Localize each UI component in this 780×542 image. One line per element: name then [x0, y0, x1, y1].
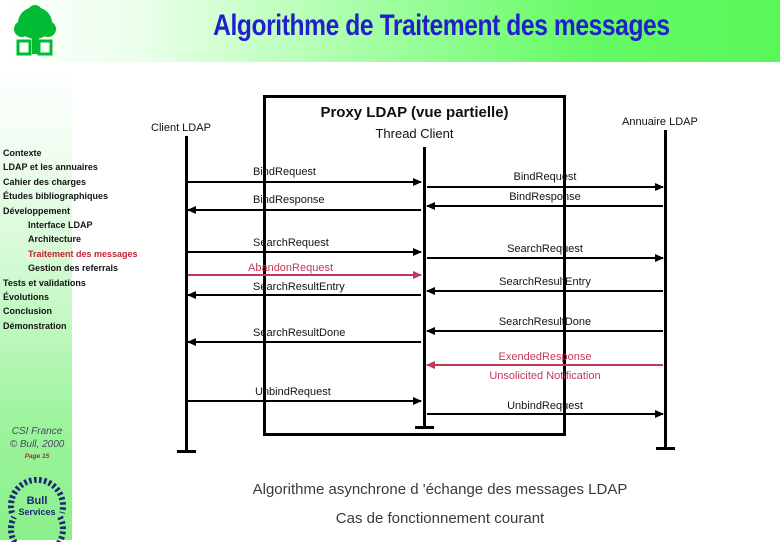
message-arrow — [426, 326, 663, 335]
proxy-box-title: Proxy LDAP (vue partielle) — [320, 104, 509, 121]
message-label: SearchResultEntry — [499, 276, 591, 288]
proxy-box-subtitle: Thread Client — [375, 126, 454, 141]
message-label: UnbindRequest — [255, 386, 331, 398]
actor-annuaire-ldap: Annuaire LDAP — [622, 116, 698, 128]
sidebar-item-tests-validations[interactable]: Tests et validations — [3, 277, 86, 288]
sidebar-item-developpement[interactable]: Développement — [3, 205, 71, 216]
message-arrow — [427, 253, 664, 262]
message-arrow — [187, 337, 421, 346]
copyright: © Bull, 2000 — [9, 439, 65, 450]
message-arrow — [427, 182, 664, 191]
message-label: BindRequest — [513, 171, 577, 183]
sidebar-item-ldap-annuaires[interactable]: LDAP et les annuaires — [3, 162, 98, 173]
slide-title: Algorithme de Traitement des messages — [212, 9, 670, 42]
logo-text-bull: Bull — [27, 495, 48, 507]
header-banner: Algorithme de Traitement des messages — [0, 0, 780, 62]
sidebar-item-traitement-messages[interactable]: Traitement des messages — [28, 248, 138, 259]
sidebar-item-gestion-referrals[interactable]: Gestion des referrals — [28, 263, 119, 274]
sidebar-item-conclusion[interactable]: Conclusion — [3, 306, 52, 317]
message-label: ExendedResponse — [498, 351, 592, 363]
message-arrow — [188, 247, 422, 256]
page-number: Page 15 — [24, 453, 50, 460]
sidebar-item-etudes-biblio[interactable]: Études bibliographiques — [3, 191, 109, 202]
proxy-ldap-box — [263, 95, 566, 436]
tree-logo-icon — [14, 5, 56, 56]
sidebar-item-architecture[interactable]: Architecture — [28, 234, 82, 245]
client-lifeline — [185, 136, 188, 452]
message-arrow — [427, 409, 664, 418]
message-label: AbandonRequest — [248, 262, 334, 274]
message-label: SearchResultEntry — [253, 281, 345, 293]
message-label: SearchRequest — [507, 243, 583, 255]
sidebar-item-contexte[interactable]: Contexte — [3, 148, 42, 158]
caption-line1: Algorithme asynchrone d 'échange des mes… — [252, 481, 628, 498]
message-label: SearchRequest — [253, 237, 329, 249]
message-arrow — [187, 290, 421, 299]
message-label: SearchResultDone — [253, 327, 346, 339]
message-label: Unsolicited Notification — [489, 370, 601, 382]
message-label: BindRequest — [253, 166, 316, 178]
left-gradient-band — [0, 62, 72, 540]
message-arrow — [187, 205, 421, 214]
message-arrow — [188, 270, 422, 279]
thread-client-lifeline-foot — [415, 426, 434, 429]
sidebar-item-evolutions[interactable]: Évolutions — [3, 291, 50, 302]
annuaire-lifeline-foot — [656, 447, 675, 450]
thread-client-lifeline — [423, 147, 426, 428]
sidebar-item-interface-ldap[interactable]: Interface LDAP — [28, 219, 93, 230]
bull-services-logo: Bull Services — [8, 476, 66, 542]
sidebar-item-cahier-charges[interactable]: Cahier des charges — [3, 176, 87, 187]
message-arrow — [426, 360, 663, 369]
annuaire-lifeline — [664, 130, 667, 449]
sidebar-item-demonstration[interactable]: Démonstration — [3, 320, 67, 331]
message-label: UnbindRequest — [507, 400, 583, 412]
message-arrow — [188, 177, 422, 186]
message-arrow — [188, 396, 422, 405]
logo-text-services: Services — [18, 507, 55, 517]
message-label: BindResponse — [509, 191, 581, 203]
caption-line2: Cas de fonctionnement courant — [335, 510, 545, 527]
message-arrow — [426, 201, 663, 210]
message-label: BindResponse — [253, 194, 325, 206]
message-arrow — [426, 286, 663, 295]
message-label: SearchResultDone — [498, 316, 592, 328]
client-lifeline-foot — [177, 450, 196, 453]
actor-client-ldap: Client LDAP — [151, 122, 211, 134]
org-name: CSI France — [11, 426, 63, 437]
outline-sidebar: Contexte LDAP et les annuaires Cahier de… — [3, 146, 163, 333]
